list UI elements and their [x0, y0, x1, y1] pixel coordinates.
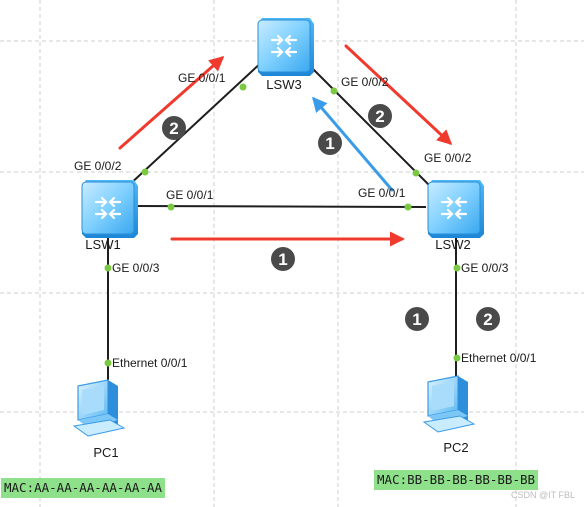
port-label-lsw1-ge003: GE 0/0/3 — [112, 261, 160, 275]
svg-text:2: 2 — [169, 119, 178, 138]
svg-text:1: 1 — [412, 310, 421, 329]
device-label-lsw2: LSW2 — [435, 237, 470, 252]
port-label-lsw1-ge001: GE 0/0/1 — [166, 188, 214, 202]
device-labels: LSW3 LSW1 LSW2 PC1 PC2 — [85, 77, 470, 460]
port-dot-lsw1-ge002 — [141, 168, 149, 176]
port-dot-lsw2-ge001 — [404, 203, 412, 211]
port-dot-pc1-eth — [104, 359, 112, 367]
port-label-pc2-eth: Ethernet 0/0/1 — [461, 351, 537, 365]
svg-text:1: 1 — [325, 134, 334, 153]
switch-lsw2-icon[interactable] — [427, 180, 484, 238]
port-label-lsw1-ge002: GE 0/0/2 — [74, 159, 122, 173]
pc1-icon[interactable] — [72, 379, 126, 437]
port-dot-lsw1-ge001 — [167, 203, 175, 211]
port-dot-lsw3-ge002 — [330, 87, 338, 95]
link-lsw3-lsw2 — [305, 61, 435, 191]
port-label-pc1-eth: Ethernet 0/0/1 — [112, 356, 188, 370]
step-badge-pc2-a: 1 — [405, 307, 429, 331]
watermark: CSDN @IT FBL — [511, 490, 575, 500]
port-dot-lsw2-ge002 — [412, 169, 420, 177]
arrow-red-lsw1-to-lsw3 — [118, 56, 225, 150]
step-badge-red-lsw3-lsw2: 2 — [368, 104, 392, 128]
port-dot-lsw1-ge003 — [104, 264, 112, 272]
port-dot-lsw3-ge001 — [239, 83, 247, 91]
mac-label-pc2: MAC:BB-BB-BB-BB-BB-BB — [374, 470, 539, 490]
svg-text:1: 1 — [278, 250, 287, 269]
links — [107, 59, 457, 380]
port-label-lsw2-ge002: GE 0/0/2 — [424, 151, 472, 165]
port-dots — [104, 83, 461, 367]
arrow-red-lsw3-to-lsw2 — [344, 44, 453, 146]
port-label-lsw2-ge001: GE 0/0/1 — [358, 186, 406, 200]
device-label-lsw3: LSW3 — [266, 77, 301, 92]
port-labels: GE 0/0/1 GE 0/0/2 GE 0/0/2 GE 0/0/1 GE 0… — [74, 71, 537, 370]
port-label-lsw3-ge002: GE 0/0/2 — [341, 75, 389, 89]
pc2-icon[interactable] — [422, 375, 476, 433]
device-label-pc1: PC1 — [93, 445, 118, 460]
port-label-lsw3-ge001: GE 0/0/1 — [178, 71, 226, 85]
mac-label-pc1: MAC:AA-AA-AA-AA-AA-AA — [1, 478, 166, 498]
step-badge-lsw1-lsw3: 2 — [162, 116, 186, 140]
switch-lsw1-icon[interactable] — [81, 180, 138, 238]
arrow-blue-lsw2-to-lsw3 — [312, 96, 394, 192]
port-label-lsw2-ge003: GE 0/0/3 — [461, 261, 509, 275]
device-label-pc2: PC2 — [443, 440, 468, 455]
frame-arrows — [118, 44, 453, 247]
svg-text:2: 2 — [483, 310, 492, 329]
svg-text:2: 2 — [375, 107, 384, 126]
port-dot-lsw2-ge003 — [453, 264, 461, 272]
step-badge-blue-lsw3-lsw2: 1 — [318, 131, 342, 155]
step-badge-lsw1-lsw2: 1 — [271, 247, 295, 271]
step-badges: 2 1 2 1 1 2 — [162, 104, 500, 331]
link-lsw1-lsw3 — [127, 59, 265, 187]
switch-lsw3-icon[interactable] — [257, 18, 314, 76]
port-dot-pc2-eth — [453, 354, 461, 362]
step-badge-pc2-b: 2 — [476, 307, 500, 331]
link-lsw1-lsw2 — [131, 205, 427, 208]
device-label-lsw1: LSW1 — [85, 237, 120, 252]
